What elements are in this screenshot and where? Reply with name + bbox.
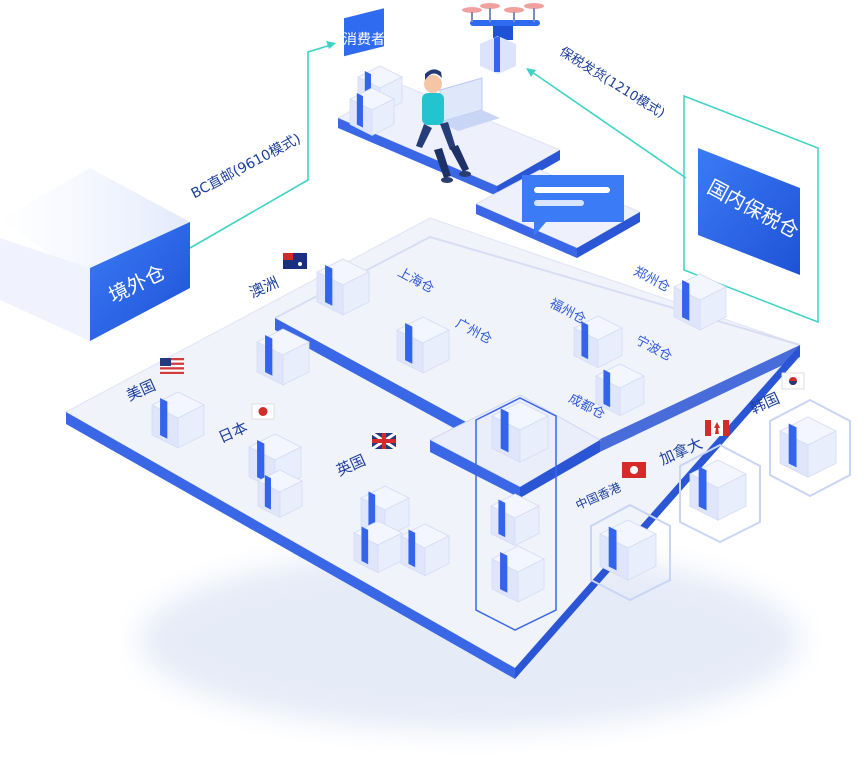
consumer-label: 消费者 [343,32,385,48]
parcel-box-icon [400,523,450,577]
country-label-australia: 澳洲 [247,273,282,302]
chat-bubble-icon [522,175,624,236]
parcel-box-icon [257,469,303,518]
bc-mail-label: BC直邮(9610模式) [188,130,303,202]
bonded-shipping-label: 保税发货(1210模式) [556,44,667,122]
parcel-box-icon [689,459,747,521]
bc-mail-connector [189,41,336,249]
hexagon-frames [590,398,851,602]
bonded-shipping-connector [526,68,687,179]
highlight-frame [475,397,557,631]
parcel-box-icon [779,416,837,478]
japan-flag-icon [251,403,275,420]
canada-flag-icon [705,420,729,436]
overseas-warehouse [0,168,190,341]
parcel-box-icon [349,87,395,136]
parcel-boxes [151,65,837,631]
usa-flag-icon [160,358,184,374]
australia-flag-icon [283,253,307,269]
parcel-box-icon [151,391,205,449]
parcel-box-icon [491,401,549,463]
parcel-box-icon [573,315,623,369]
consumer-tag [344,8,384,57]
hongkong-flag-icon [622,462,646,478]
parcel-box-icon [316,258,370,316]
korea-flag-icon [781,372,805,390]
parcel-box-icon [673,273,727,331]
domestic-bonded-warehouse [683,94,819,324]
parcel-box-icon [599,519,657,581]
uk-flag-icon [371,431,397,451]
parcel-box-icon [491,545,545,603]
flags [160,253,805,478]
consumer-person-icon [416,69,471,183]
parcel-box-icon [595,363,645,417]
parcel-box-icon [353,520,403,574]
drone-icon [462,3,544,74]
parcel-box-icon [490,493,540,547]
parcel-box-icon [396,316,450,374]
parcel-box-icon [256,328,310,386]
